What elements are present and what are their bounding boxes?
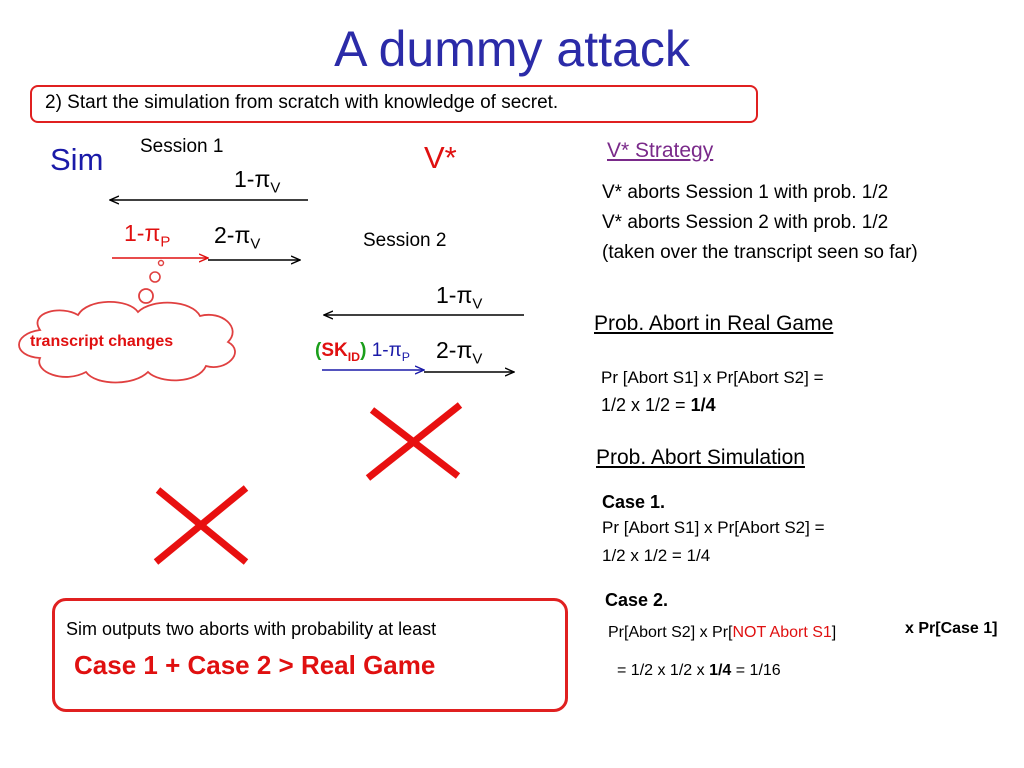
real-game-heading: Prob. Abort in Real Game — [594, 312, 834, 335]
thought-cloud — [18, 300, 236, 384]
strategy-line-3: (taken over the transcript seen so far) — [602, 242, 918, 263]
secret-key-sub: ID — [347, 349, 361, 364]
thought-dot-small — [157, 259, 165, 267]
case2-pre: Pr[Abort S2] x Pr[ — [608, 624, 733, 641]
cross-session1 — [153, 485, 249, 565]
strategy-line-2: V* aborts Session 2 with prob. 1/2 — [602, 212, 889, 233]
s1-msg-1-p-sub: P — [160, 233, 171, 251]
strategy-heading: V* Strategy — [607, 139, 714, 162]
real-game-line-1: Pr [Abort S1] x Pr[Abort S2] = — [601, 368, 824, 387]
step-banner-box — [30, 85, 758, 123]
s1-msg-2-v-text: 2-π — [214, 222, 251, 248]
s2-msg-2-v-sub: V — [472, 350, 483, 368]
s2-msg-1-v-text: 1-π — [436, 282, 473, 308]
s2-msg-1-p-text: 1-π — [371, 340, 402, 361]
case1-line-2: 1/2 x 1/2 = 1/4 — [602, 546, 711, 565]
s2-msg-2-v-text: 2-π — [436, 337, 473, 363]
thought-text: transcript changes — [30, 333, 174, 350]
session2-label: Session 2 — [363, 230, 447, 251]
case2-result-post: = 1/16 — [731, 662, 781, 679]
slide-title: A dummy attack — [334, 21, 690, 77]
step-banner-text: 2) Start the simulation from scratch wit… — [45, 92, 559, 113]
conclusion-line-1: Sim outputs two aborts with probability … — [66, 619, 437, 639]
thought-dot-medium — [149, 271, 161, 283]
s1-msg-1-p: 1-πP — [124, 220, 170, 251]
thought-dot-large — [138, 288, 154, 304]
case2-not-abort: NOT Abort S1 — [732, 624, 832, 641]
strategy-line-1: V* aborts Session 1 with prob. 1/2 — [602, 182, 889, 203]
conclusion-box — [52, 598, 568, 712]
secret-key-label: SK — [321, 340, 348, 361]
s2-msg-1-v-sub: V — [472, 295, 483, 313]
simulation-heading: Prob. Abort Simulation — [596, 446, 805, 469]
paren-close: ) — [360, 340, 367, 361]
cross-session2 — [365, 402, 463, 481]
s2-msg-1-p-sub: P — [401, 349, 410, 364]
conclusion-line-2: Case 1 + Case 2 > Real Game — [74, 650, 436, 680]
s1-msg-1-v: 1-πV — [234, 166, 280, 197]
real-game-line-2: 1/2 x 1/2 = 1/4 — [601, 395, 716, 416]
paren-open: ( — [315, 340, 322, 361]
s1-msg-1-v-sub: V — [270, 179, 281, 197]
case2-result-pre: = 1/2 x 1/2 x — [617, 662, 710, 679]
case2-post: ] — [831, 624, 837, 641]
case2-result-bold: 1/4 — [709, 662, 732, 679]
case2-result: = 1/2 x 1/2 x 1/4 = 1/16 — [617, 662, 781, 680]
real-game-result: 1/4 — [690, 395, 716, 415]
real-game-line-2-prefix: 1/2 x 1/2 = — [601, 395, 691, 415]
s1-msg-2-v: 2-πV — [214, 222, 260, 253]
case1-title: Case 1. — [602, 492, 666, 512]
s2-msg-1-p-with-key: (SKID) 1-πP — [315, 340, 410, 364]
s1-msg-1-p-text: 1-π — [124, 220, 161, 246]
case2-title: Case 2. — [605, 590, 669, 610]
s1-msg-2-v-sub: V — [250, 235, 261, 253]
case2-times-case1: x Pr[Case 1] — [905, 620, 998, 637]
case2-line-1: Pr[Abort S2] x Pr[NOT Abort S1] — [608, 624, 836, 642]
verifier-label: V* — [424, 140, 457, 175]
session1-label: Session 1 — [140, 136, 224, 157]
sim-label: Sim — [50, 142, 104, 177]
s1-msg-1-v-text: 1-π — [234, 166, 271, 192]
s2-msg-2-v: 2-πV — [436, 337, 482, 368]
s2-msg-1-v: 1-πV — [436, 282, 482, 313]
case1-line-1: Pr [Abort S1] x Pr[Abort S2] = — [602, 518, 825, 537]
